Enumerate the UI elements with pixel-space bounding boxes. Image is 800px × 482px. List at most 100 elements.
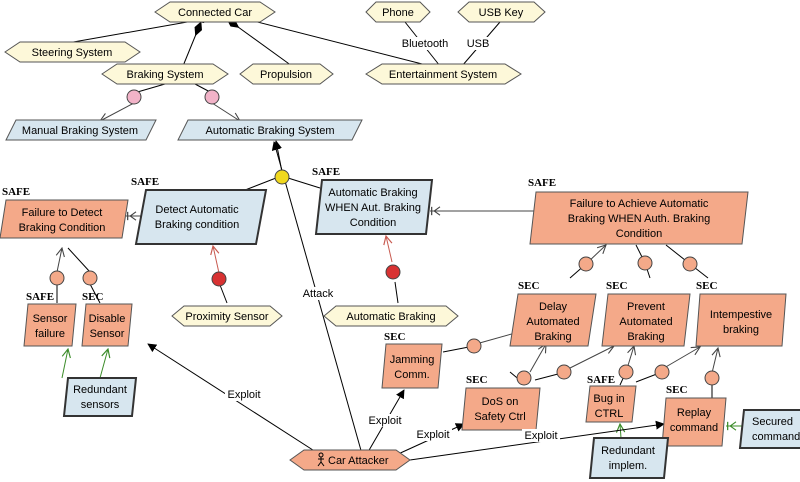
safe-tag-failure-achieve: SAFE <box>528 177 556 189</box>
secured-command-line2: command <box>752 431 800 443</box>
exploit-label-disable: Exploit <box>227 389 260 401</box>
failure-detect-line2: Braking Condition <box>19 222 106 234</box>
sensor-failure-node[interactable] <box>23 303 77 347</box>
proximity-sensor-node[interactable] <box>171 305 283 327</box>
car-attacker-node[interactable] <box>289 449 411 471</box>
sec-tag-delay: SEC <box>518 280 539 292</box>
function-nodes: Manual Braking System Automatic Braking … <box>5 119 363 141</box>
exploit-label-jamming: Exploit <box>368 415 401 427</box>
steering-system-label: Steering System <box>32 47 113 59</box>
exploit-label-dos: Exploit <box>416 429 449 441</box>
entertainment-system-node[interactable] <box>365 63 522 85</box>
intempestive-braking-node[interactable] <box>695 293 787 347</box>
replay-command-node[interactable] <box>661 397 727 447</box>
stick-figure-icon <box>317 452 325 467</box>
or-gate-dos-delay <box>516 370 532 386</box>
bug-in-ctrl-node[interactable] <box>585 385 637 423</box>
connected-car-label: Connected Car <box>178 7 252 19</box>
delay-braking-line1: Delay <box>539 301 568 313</box>
redundant-implem-line2: implem. <box>609 460 648 472</box>
phone-node[interactable] <box>365 1 431 23</box>
braking-system-label: Braking System <box>126 69 203 81</box>
auto-braking-when-line1: Automatic Braking <box>328 187 417 199</box>
prevent-braking-line3: Braking <box>627 331 664 343</box>
prevent-braking-line2: Automated <box>619 316 672 328</box>
failure-achieve-node[interactable] <box>529 191 749 245</box>
auto-braking-when-node[interactable] <box>314 179 434 235</box>
prevent-braking-node[interactable] <box>601 293 691 347</box>
secured-command-node[interactable] <box>738 409 800 449</box>
failure-detect-node[interactable] <box>0 199 129 239</box>
usb-key-node[interactable] <box>457 1 546 23</box>
intempestive-line1: Intempestive <box>710 309 772 321</box>
or-gate-dos-prevent <box>556 364 572 380</box>
automatic-braking-system-node[interactable] <box>177 119 363 141</box>
propulsion-node[interactable] <box>239 63 334 85</box>
or-gate-manual <box>126 89 142 105</box>
edge-entertainment-connected <box>237 14 431 67</box>
safe-tag-sensor-failure: SAFE <box>26 291 54 303</box>
automatic-braking-system-label: Automatic Braking System <box>206 125 335 137</box>
dos-line2: Safety Ctrl <box>474 411 525 423</box>
steering-system-node[interactable] <box>4 41 141 63</box>
replay-line2: command <box>670 422 718 434</box>
detect-automatic-node[interactable] <box>134 189 268 245</box>
jamming-node[interactable] <box>381 343 443 389</box>
disable-sensor-line1: Disable <box>89 313 126 325</box>
automatic-braking-task-label: Automatic Braking <box>346 311 435 323</box>
safe-tag-bug: SAFE <box>587 374 615 386</box>
sec-tag-replay: SEC <box>666 384 687 396</box>
delay-braking-line3: Braking <box>534 331 571 343</box>
sec-tag-disable-sensor: SEC <box>82 291 103 303</box>
disable-sensor-node[interactable] <box>81 303 133 347</box>
disable-sensor-line2: Sensor <box>90 328 125 340</box>
bug-line2: CTRL <box>595 408 624 420</box>
phone-label: Phone <box>382 7 414 19</box>
failure-achieve-line3: Condition <box>616 228 662 240</box>
manual-braking-system-node[interactable] <box>5 119 157 141</box>
redundant-sensors-line1: Redundant <box>73 384 127 396</box>
and-gate-proximity <box>211 271 227 287</box>
sec-tag-intempestive: SEC <box>696 280 717 292</box>
or-gate-automatic <box>204 89 220 105</box>
delay-braking-line2: Automated <box>526 316 579 328</box>
braking-system-node[interactable] <box>101 63 229 85</box>
or-gate-intempestive <box>682 256 698 272</box>
bluetooth-label: Bluetooth <box>402 38 448 50</box>
auto-braking-when-line3: Condition <box>350 217 396 229</box>
dos-line1: DoS on <box>482 396 519 408</box>
or-gate-prevent <box>637 255 653 271</box>
or-gate-sensor <box>49 270 65 286</box>
feature-edge-labels: Bluetooth USB <box>400 37 490 50</box>
sec-tag-dos: SEC <box>466 374 487 386</box>
dos-safety-ctrl-node[interactable] <box>461 387 541 431</box>
safe-tag-detect-auto: SAFE <box>131 176 159 188</box>
delay-braking-node[interactable] <box>509 293 597 347</box>
usb-label: USB <box>467 38 490 50</box>
sec-tag-jamming: SEC <box>384 331 405 343</box>
automatic-braking-task-node[interactable] <box>323 305 459 327</box>
goal-nodes: SAFE Failure to Detect Braking Condition… <box>0 166 800 479</box>
redundant-sensors-node[interactable] <box>62 377 138 417</box>
sensor-failure-line2: failure <box>35 328 65 340</box>
redundant-implem-node[interactable] <box>588 437 670 479</box>
usb-key-label: USB Key <box>479 7 524 19</box>
replay-line1: Replay <box>677 407 712 419</box>
edge-labels: Attack Exploit Exploit Exploit Exploit <box>225 287 560 442</box>
connected-car-node[interactable] <box>154 1 276 23</box>
safe-tag-auto-braking-when: SAFE <box>312 166 340 178</box>
jamming-line1: Jamming <box>390 354 435 366</box>
intempestive-line2: braking <box>723 324 759 336</box>
edge-propulsion-connected <box>226 18 293 67</box>
detect-automatic-line1: Detect Automatic <box>155 204 239 216</box>
and-gate-yellow <box>274 169 290 185</box>
failure-achieve-line1: Failure to Achieve Automatic <box>570 198 709 210</box>
entertainment-system-label: Entertainment System <box>389 69 497 81</box>
and-gate-automatic-task <box>385 264 401 280</box>
failure-detect-line1: Failure to Detect <box>22 207 103 219</box>
jamming-line2: Comm. <box>394 369 429 381</box>
bug-line1: Bug in <box>593 393 624 405</box>
gates <box>49 89 720 386</box>
sec-tag-prevent: SEC <box>606 280 627 292</box>
